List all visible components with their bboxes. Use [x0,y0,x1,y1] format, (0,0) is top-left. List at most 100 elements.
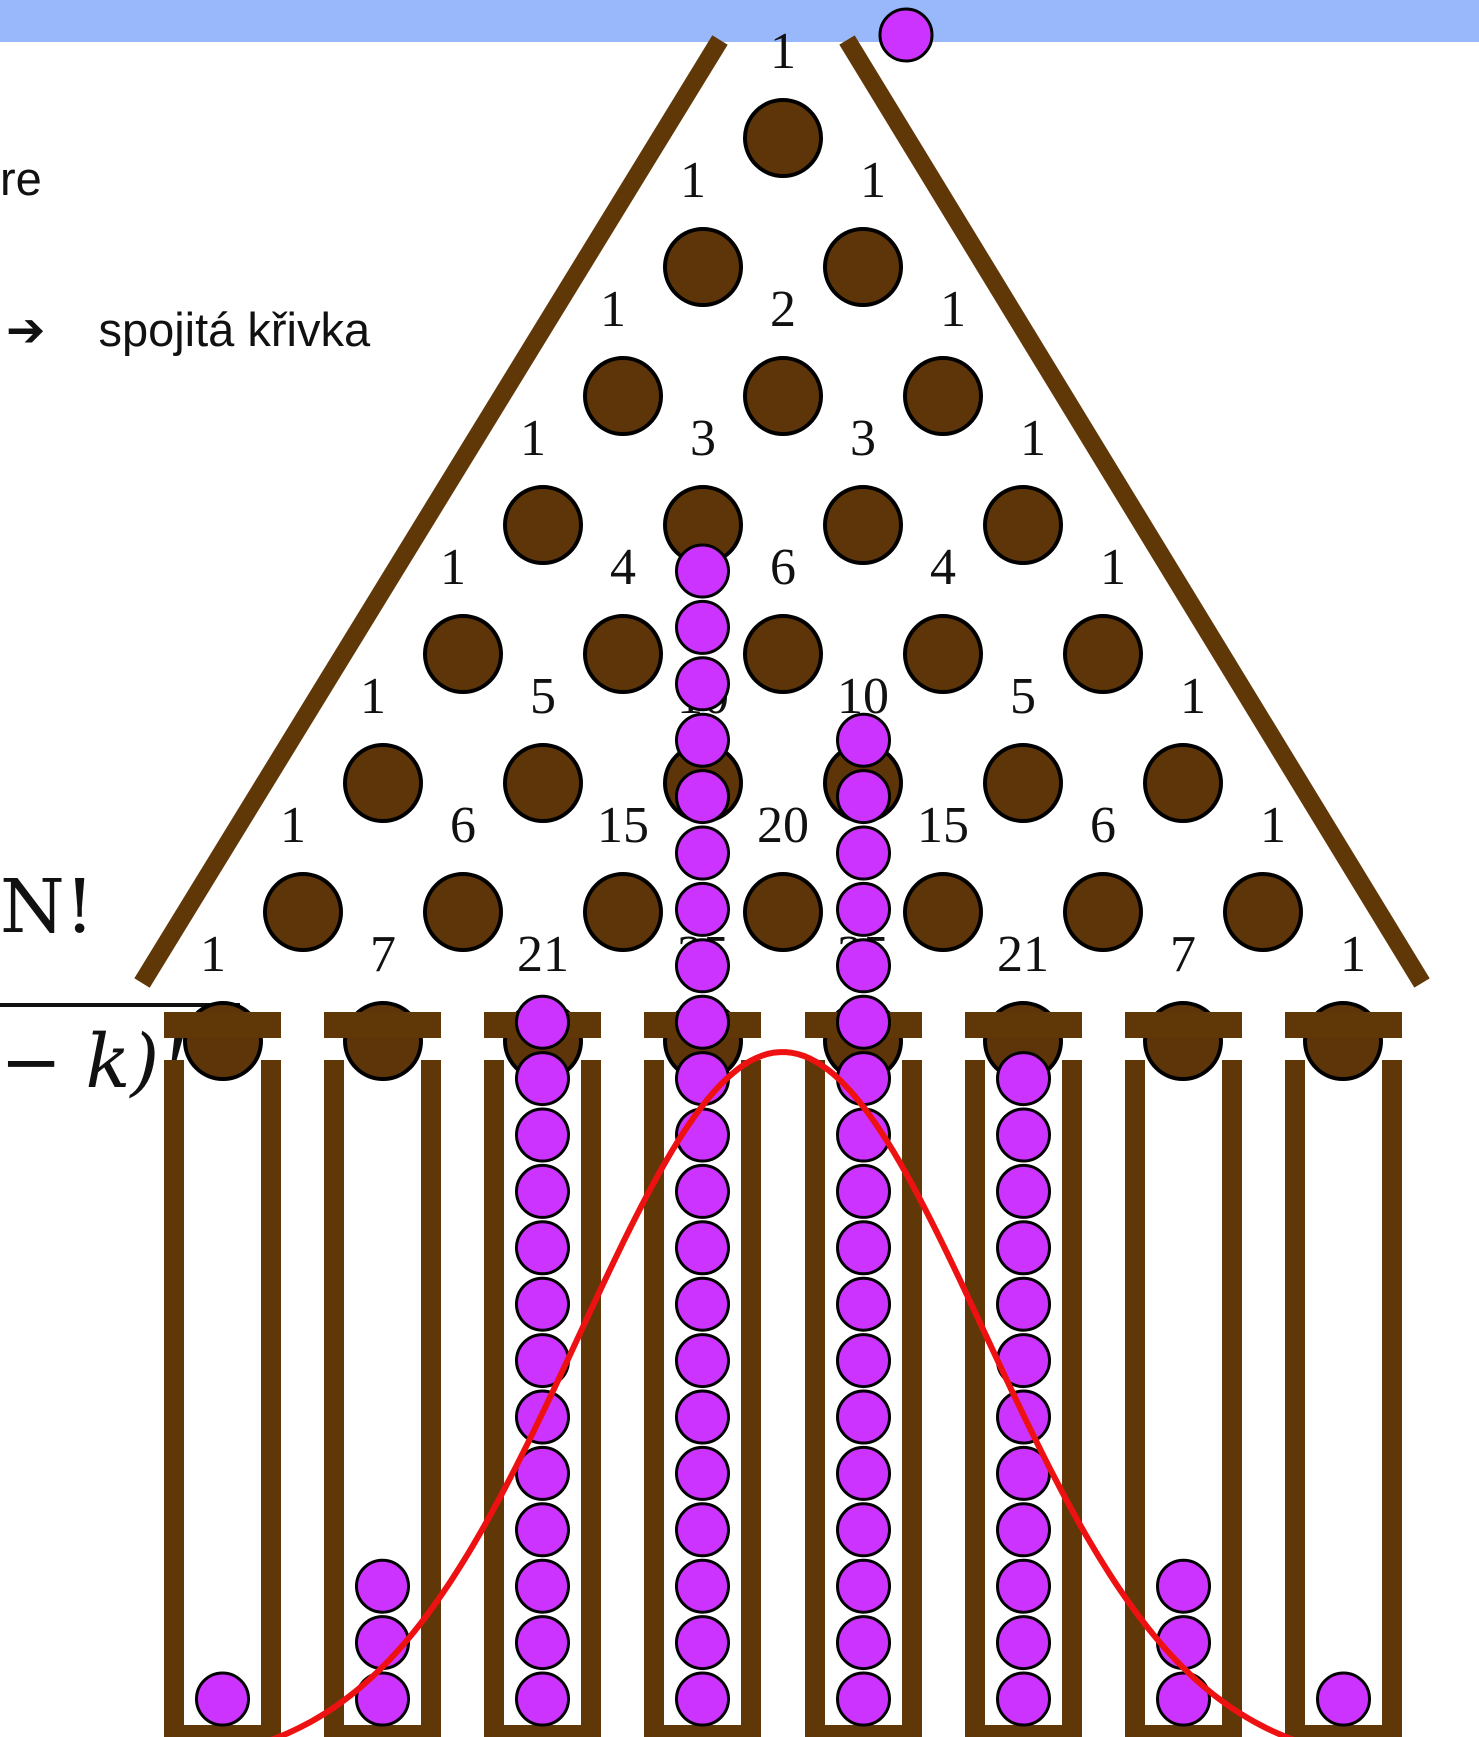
right-funnel-wall [839,35,1430,988]
bin-right-wall-1 [421,1060,441,1737]
pascal-number-r4-3: 4 [930,539,956,596]
pascal-number-r6-3: 20 [757,797,809,854]
peg-r7-4 [903,872,983,952]
pascal-number-r3-1: 3 [690,410,716,467]
collected-balls [195,543,1371,1727]
ball-bin3-13 [675,938,730,994]
ball-bin4-4 [836,1445,891,1501]
pascal-number-r2-2: 1 [940,281,966,338]
peg-r6-5 [1143,743,1223,823]
bin-left-wall-1 [324,1060,344,1737]
pascal-number-r7-2: 21 [517,926,569,983]
ball-bin7-0 [1316,1671,1371,1727]
ball-bin3-8 [675,1220,730,1276]
peg-r7-1 [423,872,503,952]
ball-bin1-0 [355,1671,410,1727]
pascal-number-r4-4: 1 [1100,539,1126,596]
ball-bin4-6 [836,1333,891,1389]
pascal-number-r6-5: 6 [1090,797,1116,854]
ball-bin5-10 [996,1107,1051,1163]
ball-bin5-8 [996,1220,1051,1276]
ball-bin3-7 [675,1276,730,1332]
ball-bin4-8 [836,1220,891,1276]
ball-bin4-3 [836,1502,891,1558]
ball-bin5-9 [996,1163,1051,1219]
bin-cap-0 [164,1012,281,1038]
ball-bin4-14 [836,881,891,937]
pascal-number-r6-0: 1 [280,797,306,854]
pascal-number-r0-0: 1 [770,23,796,80]
ball-bin3-12 [675,994,730,1050]
ball-bin3-4 [675,1445,730,1501]
pascal-number-r7-5: 21 [997,926,1049,983]
ball-bin2-1 [515,1615,570,1671]
bin-floor-7 [1285,1725,1402,1737]
bin-left-wall-4 [805,1060,825,1737]
pascal-number-r7-0: 1 [200,926,226,983]
ball-bin4-1 [836,1615,891,1671]
peg-r3-2 [903,356,983,436]
pascal-number-r3-3: 1 [1020,410,1046,467]
peg-r5-3 [903,614,983,694]
formula-fraction-bar [0,1003,240,1007]
falling-ball [878,7,934,63]
pascal-number-r4-0: 1 [440,539,466,596]
bin-floor-0 [164,1725,281,1737]
bin-left-wall-7 [1285,1060,1305,1737]
formula-numerator: N! [0,864,95,950]
ball-bin3-15 [675,825,730,881]
peg-r5-4 [1063,614,1143,694]
header-bar [0,0,1479,42]
peg-r4-0 [503,485,583,565]
pascal-number-r5-1: 5 [530,668,556,725]
ball-bin5-3 [996,1502,1051,1558]
ball-bin1-1 [355,1615,410,1671]
bin-cap-1 [324,1012,441,1038]
peg-r6-1 [503,743,583,823]
bin-cap-5 [965,1012,1082,1038]
pascal-number-r1-1: 1 [860,152,886,209]
arrow-label-row: ➔ spojitá křivka [6,306,370,353]
peg-r5-1 [583,614,663,694]
peg-r7-3 [743,872,823,952]
ball-bin4-9 [836,1163,891,1219]
peg-r5-0 [423,614,503,694]
formula-denominator: − k)! [0,1019,189,1105]
bin-right-wall-6 [1222,1060,1242,1737]
peg-r7-5 [1063,872,1143,952]
peg-r6-4 [983,743,1063,823]
ball-bin4-15 [836,825,891,881]
ball-bin2-0 [515,1671,570,1727]
bin-left-wall-2 [484,1060,504,1737]
ball-bin3-19 [675,599,730,655]
ball-bin5-11 [996,1051,1051,1107]
ball-bin3-5 [675,1389,730,1445]
ball-bin4-11 [836,1051,891,1107]
peg-r5-2 [743,614,823,694]
pascal-number-r4-2: 6 [770,539,796,596]
bin-floor-1 [324,1725,441,1737]
ball-bin3-9 [675,1163,730,1219]
ball-bin2-10 [515,1107,570,1163]
bin-left-wall-3 [644,1060,664,1737]
ball-bin4-0 [836,1671,891,1727]
pascal-number-r7-6: 7 [1170,926,1196,983]
peg-r3-0 [583,356,663,436]
peg-r4-2 [823,485,903,565]
ball-bin2-3 [515,1502,570,1558]
ball-bin5-0 [996,1671,1051,1727]
ball-bin4-2 [836,1558,891,1614]
ball-bin4-13 [836,938,891,994]
peg-r3-1 [743,356,823,436]
ball-bin6-1 [1156,1615,1211,1671]
bin-right-wall-3 [741,1060,761,1737]
ball-bin2-7 [515,1276,570,1332]
ball-bin3-0 [675,1671,730,1727]
ball-bin3-11 [675,1051,730,1107]
ball-bin3-1 [675,1615,730,1671]
peg-r4-3 [983,485,1063,565]
ball-bin4-7 [836,1276,891,1332]
peg-r2-0 [663,227,743,307]
ball-bin4-16 [836,769,891,825]
pascal-number-r3-0: 1 [520,410,546,467]
